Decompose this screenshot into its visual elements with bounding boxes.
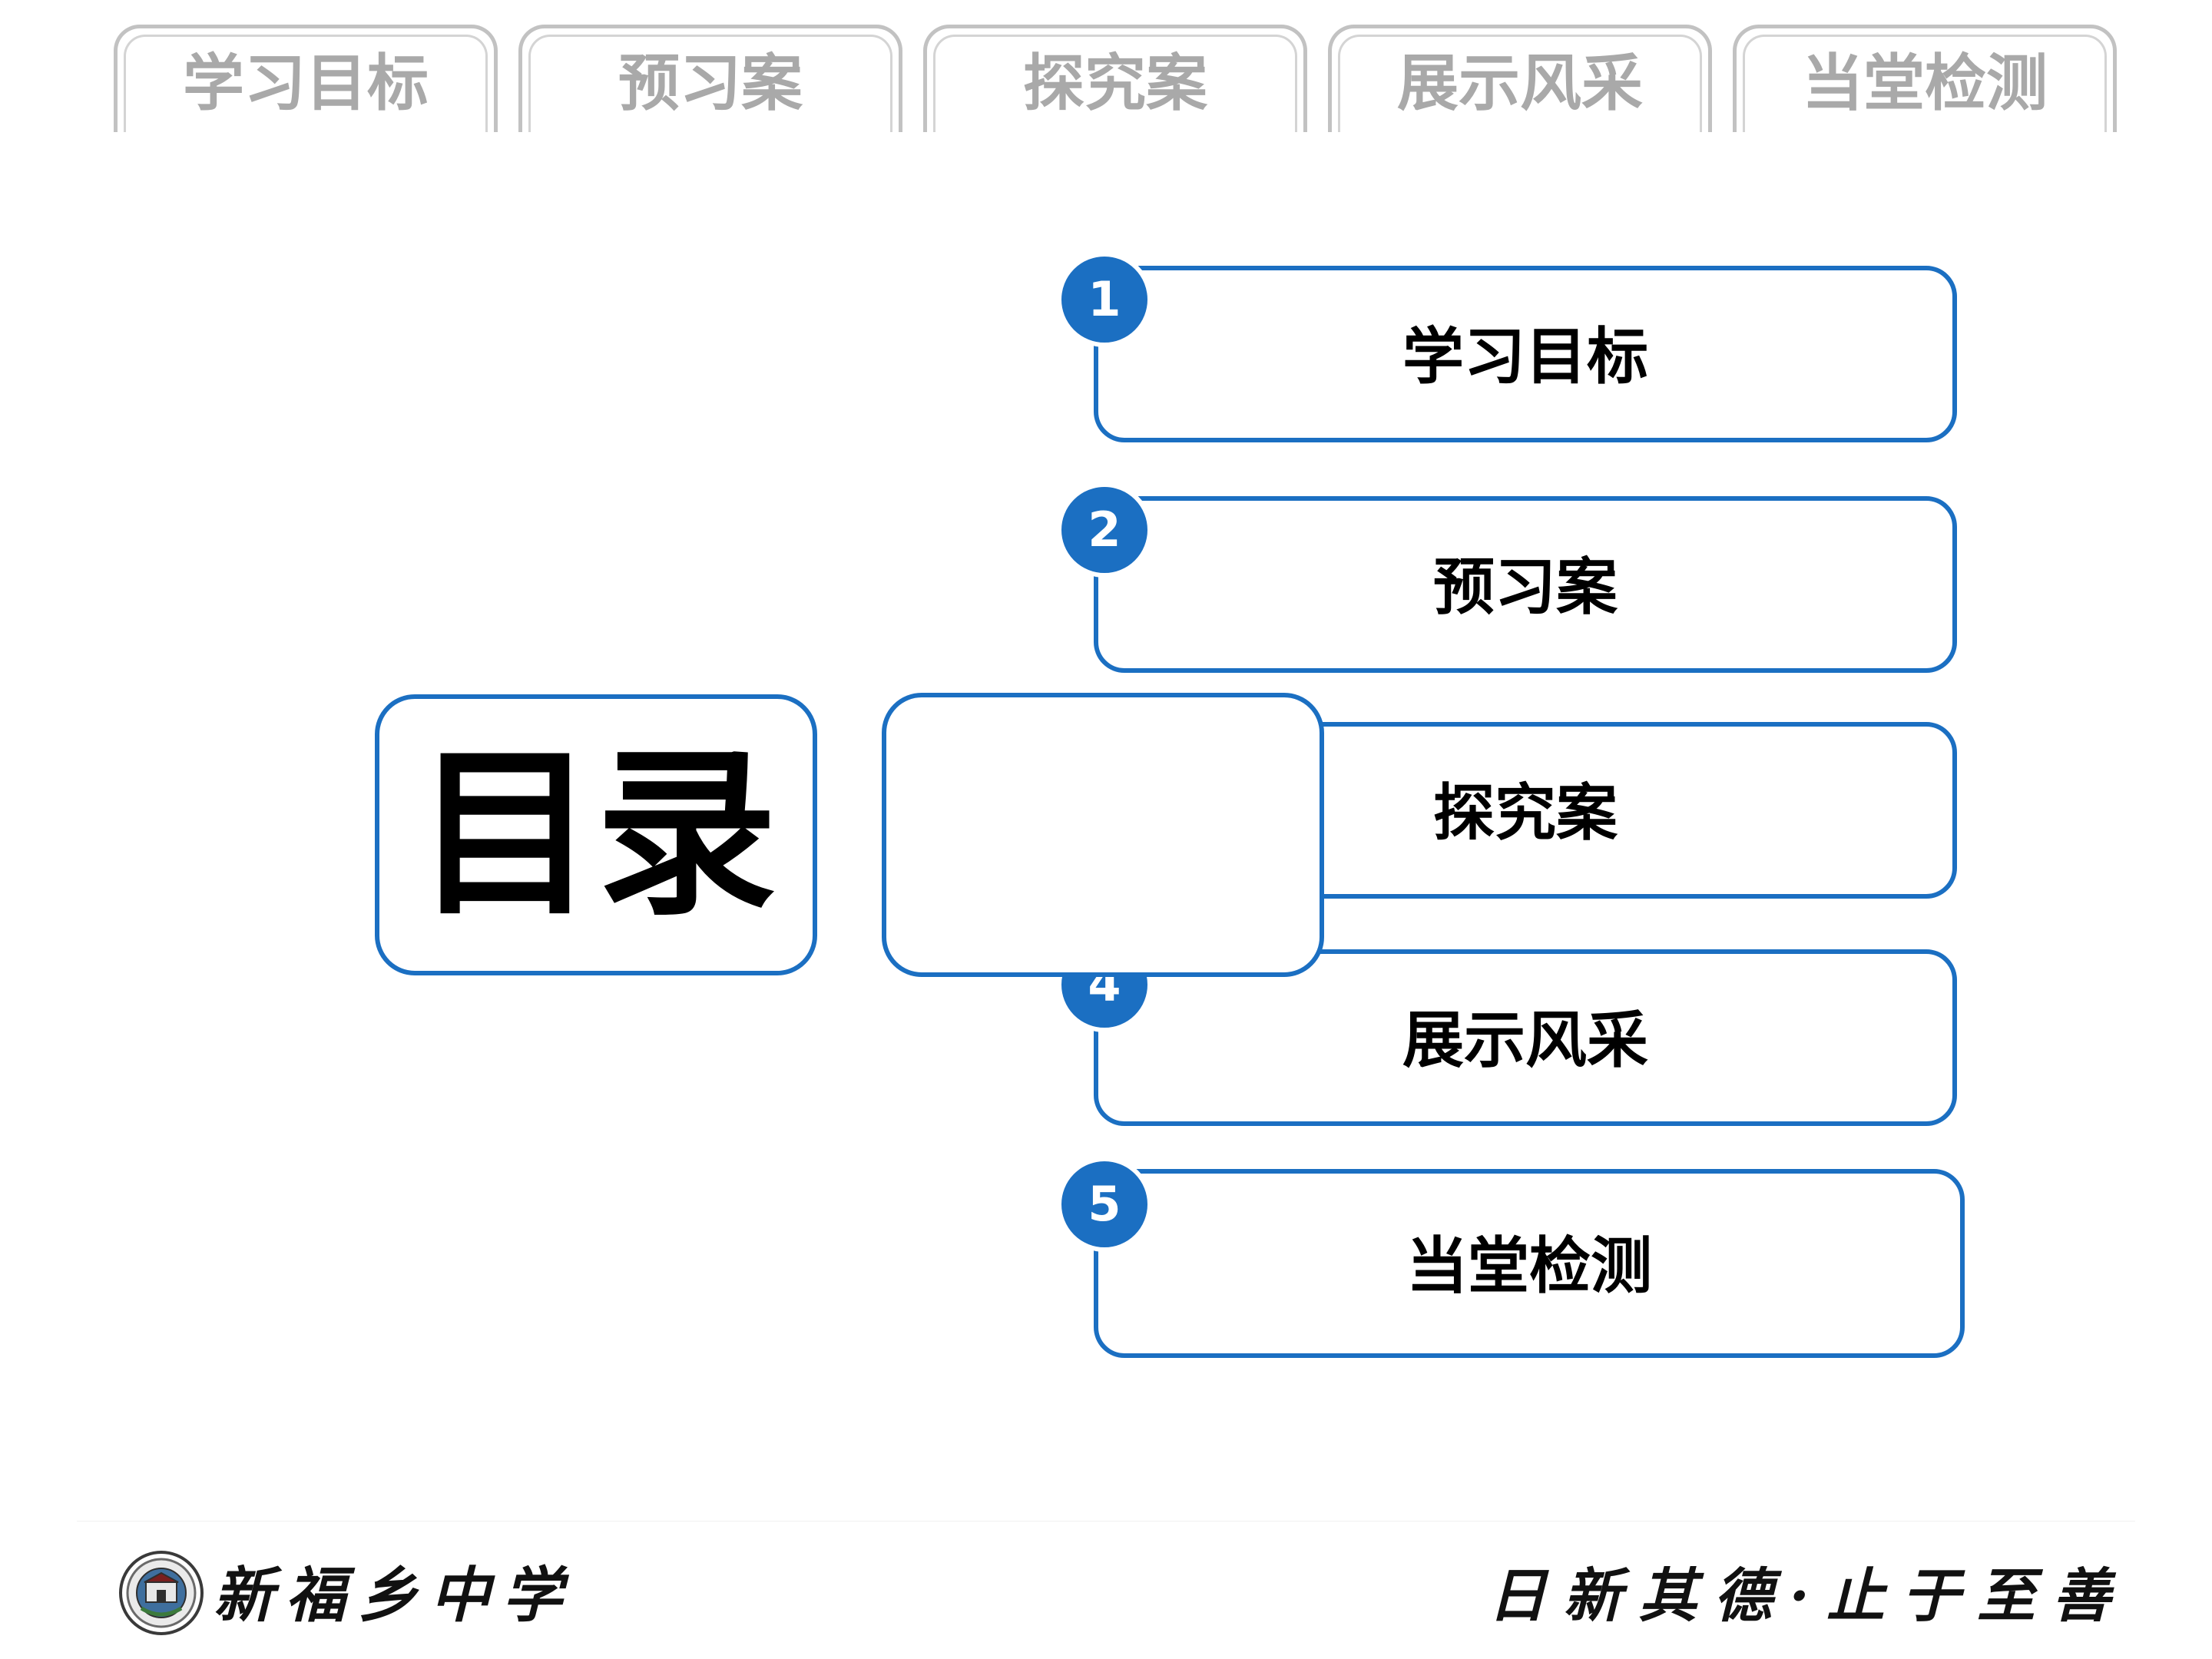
menu-item-label: 展示风采: [1402, 1005, 1648, 1076]
menu-item-learning-goals[interactable]: 学习目标: [1094, 266, 1957, 442]
tab-label: 当堂检测: [1802, 48, 2048, 119]
tab-showcase[interactable]: 展示风采: [1328, 25, 1712, 132]
menu-item-label: 学习目标: [1402, 321, 1648, 392]
menu-item-showcase[interactable]: 展示风采: [1094, 949, 1957, 1126]
number-badge: 2: [1057, 482, 1152, 578]
school-name: 新福乡中学: [214, 1561, 575, 1631]
tab-inquiry[interactable]: 探究案: [923, 25, 1307, 132]
overlay-box: [882, 693, 1324, 977]
directory-title-box: 目录: [375, 694, 817, 975]
directory-title: 目录: [414, 729, 777, 940]
number-badge: 1: [1057, 252, 1152, 347]
tab-label: 预习案: [618, 48, 803, 119]
menu-item-label: 当堂检测: [1406, 1230, 1652, 1302]
tab-label: 展示风采: [1397, 48, 1643, 119]
top-tab-bar: 学习目标 预习案 探究案 展示风采 当堂检测: [114, 25, 2118, 132]
number-badge: 5: [1057, 1157, 1152, 1252]
menu-item-preview[interactable]: 预习案: [1094, 496, 1957, 673]
menu-item-label: 预习案: [1433, 551, 1618, 623]
tab-preview[interactable]: 预习案: [518, 25, 902, 132]
tab-label: 探究案: [1023, 48, 1207, 119]
menu-item-in-class-test[interactable]: 当堂检测: [1094, 1169, 1965, 1358]
school-motto: 日新其德·止于至善: [1488, 1561, 2128, 1630]
tab-label: 学习目标: [183, 48, 429, 119]
school-emblem-icon: [119, 1551, 204, 1635]
tab-learning-goals[interactable]: 学习目标: [114, 25, 498, 132]
footer-divider: [77, 1521, 2135, 1522]
tab-in-class-test[interactable]: 当堂检测: [1733, 25, 2117, 132]
menu-item-label: 探究案: [1433, 777, 1618, 849]
